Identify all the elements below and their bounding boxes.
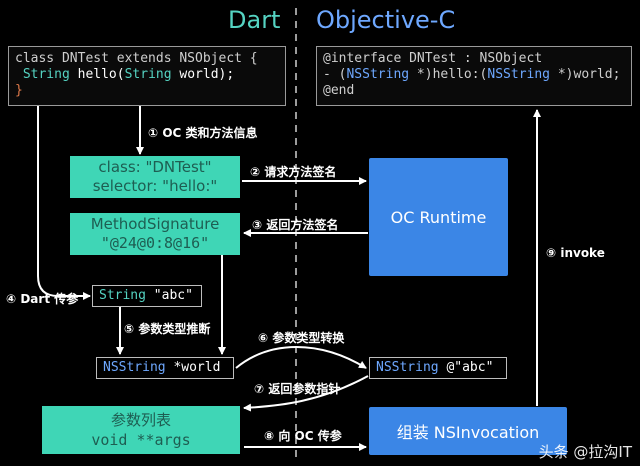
objc-code-line-3: @end — [323, 83, 355, 98]
objc-code-block: @interface DNTest : NSObject - (NSString… — [316, 46, 632, 106]
arrow-step6 — [235, 346, 367, 369]
step-7-label: ⑦ 返回参数指针 — [254, 382, 341, 396]
objc-code-line-2: - (NSString *)hello:(NSString *)world; — [323, 67, 621, 82]
dart-code-block: class DNTest extends NSObject { String h… — [8, 46, 286, 106]
dart-code-line-2: String hello(String world); — [22, 67, 235, 82]
objc-code-line-1: @interface DNTest : NSObject — [323, 51, 543, 66]
nsstring-world-box: NSString *world — [96, 357, 234, 379]
step-2-label: ② 请求方法签名 — [250, 165, 337, 179]
objc-heading: Objective-C — [316, 6, 456, 34]
step-1-label: ① OC 类和方法信息 — [148, 126, 258, 140]
argument-list-label: 参数列表 — [110, 411, 171, 429]
arrow-step4 — [37, 102, 91, 300]
step-6-label: ⑥ 参数类型转换 — [258, 331, 345, 345]
class-label: class: "DNTest" — [98, 158, 212, 176]
argument-list-value: void **args — [91, 431, 191, 449]
dart-code-line-1: class DNTest extends NSObject { — [15, 51, 258, 66]
argument-list-box: 参数列表 void **args — [42, 406, 240, 454]
dart-code-line-3: } — [15, 83, 23, 98]
watermark: 头条 @拉沟IT — [538, 443, 632, 461]
method-signature-label: MethodSignature — [90, 215, 220, 233]
step-4-label: ④ Dart 传参 — [6, 292, 79, 306]
dart-heading: Dart — [228, 6, 281, 34]
string-abc-box: String "abc" — [92, 285, 202, 307]
nsstring-abc-box: NSString @"abc" — [369, 357, 507, 379]
selector-label: selector: "hello:" — [92, 177, 218, 195]
method-signature-box: MethodSignature "@24@0:8@16" — [70, 213, 240, 255]
arrow-step7 — [243, 375, 369, 412]
step-9-label: ⑨ invoke — [546, 246, 605, 260]
method-signature-value: "@24@0:8@16" — [100, 234, 210, 252]
step-3-label: ③ 返回方法签名 — [252, 218, 339, 232]
oc-runtime-box: OC Runtime — [369, 158, 508, 276]
nsinvocation-box: 组装 NSInvocation — [369, 407, 567, 455]
step-8-label: ⑧ 向 OC 传参 — [264, 429, 342, 443]
class-selector-box: class: "DNTest" selector: "hello:" — [70, 156, 240, 198]
step-5-label: ⑤ 参数类型推断 — [124, 322, 211, 336]
